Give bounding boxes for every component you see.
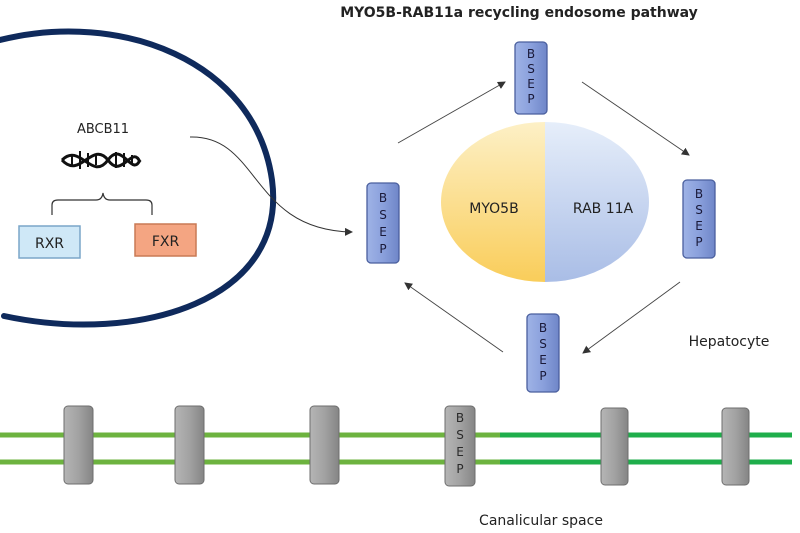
rxr-box [18, 225, 81, 259]
svg-text:S: S [695, 203, 703, 217]
membrane-channel [600, 407, 629, 486]
export-arrow [189, 136, 353, 236]
receptor-bracket [51, 192, 153, 215]
svg-text:E: E [527, 77, 535, 91]
svg-text:P: P [539, 369, 546, 383]
rxr-label: RXR [35, 236, 64, 252]
rab11a-label: RAB 11A [573, 201, 634, 217]
svg-text:S: S [456, 428, 464, 442]
svg-text:S: S [379, 208, 387, 222]
myo5b-label: MYO5B [469, 201, 518, 217]
svg-text:B: B [539, 321, 547, 335]
bsep-bottom: B S E P [526, 313, 560, 393]
svg-text:E: E [539, 353, 547, 367]
membrane-channel [309, 405, 340, 485]
bsep-top: B S E P [514, 41, 548, 115]
svg-text:S: S [539, 337, 547, 351]
svg-text:P: P [456, 462, 463, 476]
svg-text:B: B [379, 191, 387, 205]
fxr-label: FXR [152, 234, 180, 250]
svg-text:P: P [527, 92, 534, 106]
bsep-left: B S E P [366, 182, 400, 264]
membrane-channel [63, 405, 94, 485]
svg-text:E: E [456, 445, 464, 459]
svg-text:E: E [379, 225, 387, 239]
membrane-channel [721, 407, 750, 486]
svg-text:B: B [527, 47, 535, 61]
cycle-arrow-left-up [404, 282, 504, 353]
gene-label: ABCB11 [77, 122, 129, 137]
svg-text:B: B [695, 187, 703, 201]
myo5b-half [441, 122, 545, 282]
bsep-membrane: B S E P [444, 405, 476, 487]
cycle-arrow-right-down [581, 81, 690, 156]
cycle-arrow-down [582, 281, 681, 354]
svg-text:E: E [695, 219, 703, 233]
dna-helix-icon [60, 151, 142, 169]
canalicular-space-label: Canalicular space [479, 513, 603, 529]
rab11a-half [545, 122, 649, 282]
svg-text:P: P [695, 235, 702, 249]
diagram-title: MYO5B-RAB11a recycling endosome pathway [340, 5, 698, 21]
nucleus-membrane [0, 28, 277, 328]
cycle-arrow-up [397, 81, 506, 144]
bsep-right: B S E P [682, 179, 716, 259]
svg-text:S: S [527, 62, 535, 76]
svg-text:P: P [379, 242, 386, 256]
hepatocyte-label: Hepatocyte [689, 334, 770, 350]
fxr-box [134, 223, 197, 257]
membrane-channel [174, 405, 205, 485]
svg-text:B: B [456, 411, 464, 425]
